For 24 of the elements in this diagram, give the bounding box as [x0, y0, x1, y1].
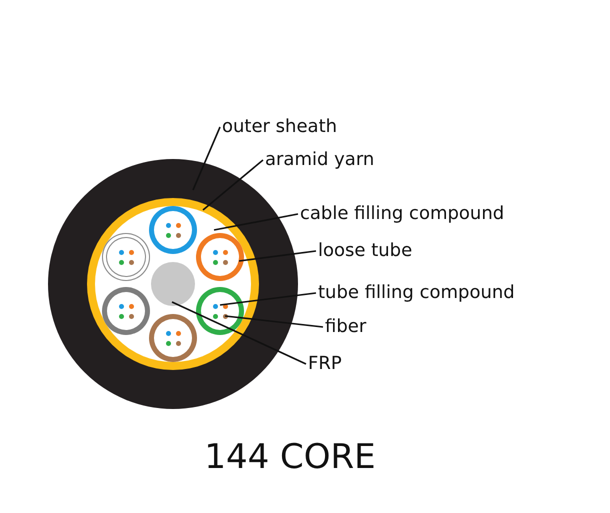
leader-line: [214, 213, 298, 231]
leader-line: [192, 126, 221, 190]
filling-compound-area: [95, 206, 251, 362]
callout-label: outer sheath: [222, 116, 338, 138]
callout-label: fiber: [325, 316, 366, 338]
loose-tube: [102, 287, 150, 335]
callout-label: aramid yarn: [265, 149, 374, 171]
loose-tube: [102, 233, 150, 281]
callout-label: cable filling compound: [300, 203, 504, 225]
frp-core: [151, 262, 195, 306]
fiber-dot: [222, 314, 228, 318]
callout-label: tube filling compound: [318, 282, 515, 304]
loose-tube: [196, 233, 244, 281]
caption: 144 CORE: [203, 436, 377, 478]
loose-tube: [149, 206, 197, 254]
callout-label: FRP: [308, 353, 342, 375]
leader-line: [172, 301, 306, 365]
leader-line: [220, 292, 316, 306]
callout-label: loose tube: [318, 240, 412, 262]
leader-line: [202, 159, 264, 211]
leader-line: [238, 250, 316, 262]
loose-tube: [196, 287, 244, 335]
loose-tube: [149, 314, 197, 362]
leader-line: [224, 315, 324, 328]
